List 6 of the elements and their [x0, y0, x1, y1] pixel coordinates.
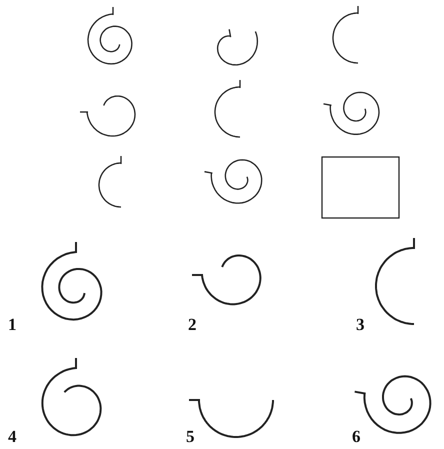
option-number: 1: [8, 316, 16, 333]
option-number: 5: [186, 428, 194, 445]
option-number: 4: [8, 428, 16, 445]
option-number: 2: [188, 316, 196, 333]
option-number: 6: [352, 428, 360, 445]
option-number: 3: [356, 316, 364, 333]
